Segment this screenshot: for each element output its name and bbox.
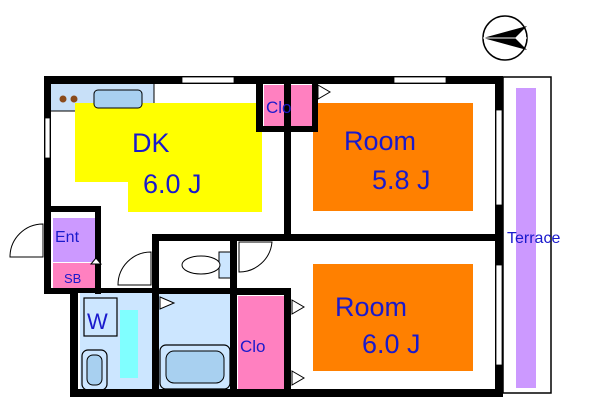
washer-label: W: [87, 309, 108, 334]
walls: [44, 76, 503, 397]
terrace: [502, 76, 552, 394]
room1-floor: [313, 103, 473, 211]
washbasin-inner: [86, 354, 103, 386]
room1-name: Room: [344, 126, 416, 156]
stove-icon: [59, 95, 78, 103]
terrace-label: Terrace: [507, 230, 560, 247]
entry-floor: [53, 218, 95, 262]
washer-counter: [120, 310, 138, 378]
room2-size: 6.0 J: [362, 329, 421, 359]
dk-name: DK: [132, 128, 170, 158]
windows: [44, 76, 503, 366]
clo2-label: Clo: [240, 337, 266, 356]
room2-name: Room: [335, 292, 407, 322]
dk-floor: [75, 103, 262, 212]
door-icon: [9, 223, 273, 286]
entry-label: Ent: [55, 229, 80, 246]
sink-icon: [93, 89, 143, 109]
dk-size: 6.0 J: [143, 169, 202, 199]
toilet-icon: [181, 251, 232, 279]
door-triangles: [89, 84, 331, 386]
washer-box: [83, 297, 118, 337]
clo2-floor: [238, 296, 286, 392]
shoebox-label: SB: [64, 271, 81, 286]
terrace-fill: [516, 88, 536, 388]
shoebox-floor: [53, 263, 95, 288]
room2-floor: [313, 264, 473, 371]
clo1-label: Clo: [266, 98, 292, 117]
bathtub-icon: [159, 344, 231, 390]
room1-size: 5.8 J: [372, 165, 431, 195]
compass-icon: [482, 15, 528, 61]
